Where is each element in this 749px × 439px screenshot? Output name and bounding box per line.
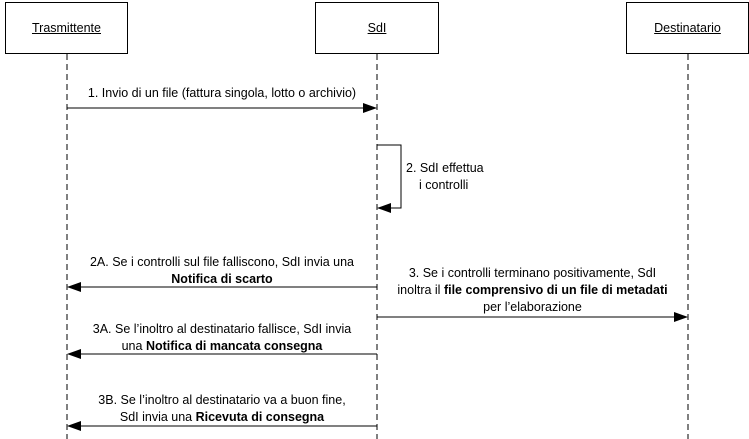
message-2-line2: i controlli: [419, 178, 469, 192]
message-3-line2-bold: file comprensivo di un file di metadati: [443, 283, 668, 297]
message-2a-label: 2A. Se i controlli sul file falliscono, …: [67, 254, 377, 288]
participant-sdi-label: SdI: [367, 21, 387, 35]
message-3b-label: 3B. Se l’inoltro al destinatario va a bu…: [67, 392, 377, 426]
message-3-line2-prefix: inoltra il: [397, 283, 444, 297]
message-2a-line2-bold: Notifica di scarto: [171, 272, 273, 286]
message-1-line1: 1. Invio di un file (fattura singola, lo…: [87, 86, 357, 100]
message-3b-line2-prefix: SdI invia una: [119, 410, 196, 424]
participant-trasmittente-label: Trasmittente: [31, 21, 101, 35]
message-3a-label: 3A. Se l’inoltro al destinatario fallisc…: [67, 321, 377, 355]
participant-destinatario-label: Destinatario: [654, 21, 721, 35]
participant-trasmittente: Trasmittente: [5, 2, 128, 54]
message-2-label: 2. SdI effettua i controlli: [406, 160, 484, 194]
participant-sdi: SdI: [315, 2, 439, 54]
message-1-label: 1. Invio di un file (fattura singola, lo…: [67, 85, 377, 102]
message-3-line1: 3. Se i controlli terminano positivament…: [408, 266, 657, 280]
message-3a-line2-bold: Notifica di mancata consegna: [145, 339, 323, 353]
message-3a-line2-prefix: una: [121, 339, 146, 353]
participant-destinatario: Destinatario: [626, 2, 749, 54]
message-2a-line1: 2A. Se i controlli sul file falliscono, …: [89, 255, 355, 269]
message-3b-line1: 3B. Se l’inoltro al destinatario va a bu…: [98, 393, 346, 407]
message-3-label: 3. Se i controlli terminano positivament…: [377, 265, 688, 316]
message-3b-line2-bold: Ricevuta di consegna: [195, 410, 325, 424]
message-3a-line1: 3A. Se l’inoltro al destinatario fallisc…: [92, 322, 352, 336]
arrow-2-self-controlli: [377, 144, 402, 213]
message-2-line1: 2. SdI effettua: [406, 161, 484, 175]
message-3-line3: per l’elaborazione: [483, 300, 582, 314]
